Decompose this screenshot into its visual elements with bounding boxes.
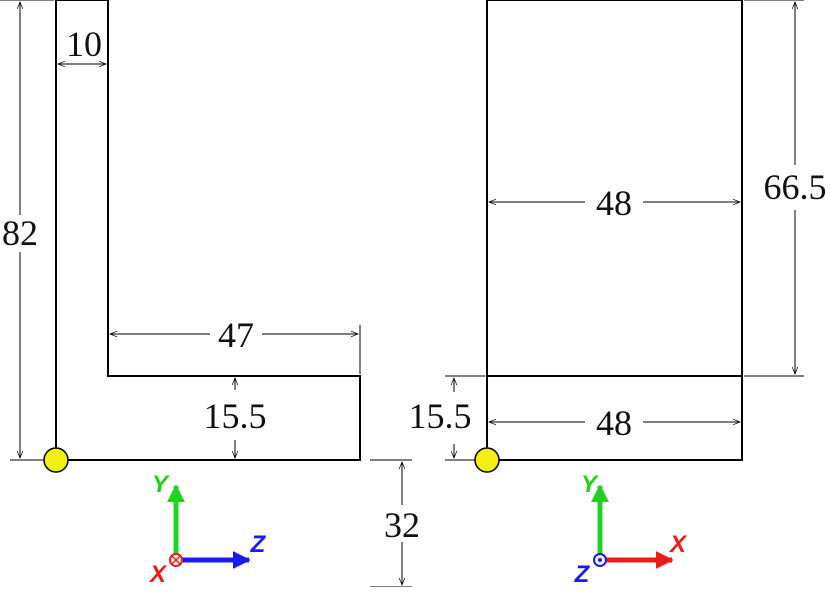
dim-width-upper: 48	[596, 183, 632, 223]
z-axis-label-left: Z	[250, 531, 267, 558]
dim-base-height: 15.5	[409, 396, 472, 436]
dim-width-lower: 48	[596, 403, 632, 443]
y-axis-label-right: Y	[581, 471, 599, 498]
right-view: 48 66.5 15.5 48 Y X Z	[409, 0, 827, 588]
dim-leg-length: 47	[218, 315, 254, 355]
x-axis-label-right: X	[668, 531, 688, 558]
dim-height-upper: 66.5	[764, 167, 827, 207]
dim-height-total: 82	[2, 213, 38, 253]
front-outline	[486, 0, 743, 461]
axes-triad-left: Y Z X	[148, 471, 267, 588]
x-axis-label-left: X	[148, 561, 168, 587]
x-axis-cross-icon	[171, 555, 181, 565]
z-axis-label-right: Z	[574, 561, 591, 587]
left-view: 10 82 47 15.5 32 Y Z X	[0, 0, 420, 588]
axes-triad-right: Y X Z	[574, 471, 688, 588]
l-profile-outline	[55, 0, 361, 461]
origin-marker-left	[43, 447, 69, 473]
dim-leg-height: 15.5	[204, 396, 267, 436]
dim-width-top: 10	[66, 24, 102, 64]
origin-marker-right	[474, 447, 500, 473]
y-axis-label-left: Y	[152, 471, 170, 498]
dim-depth-offset: 32	[384, 505, 420, 545]
z-axis-dot-icon	[598, 558, 602, 562]
